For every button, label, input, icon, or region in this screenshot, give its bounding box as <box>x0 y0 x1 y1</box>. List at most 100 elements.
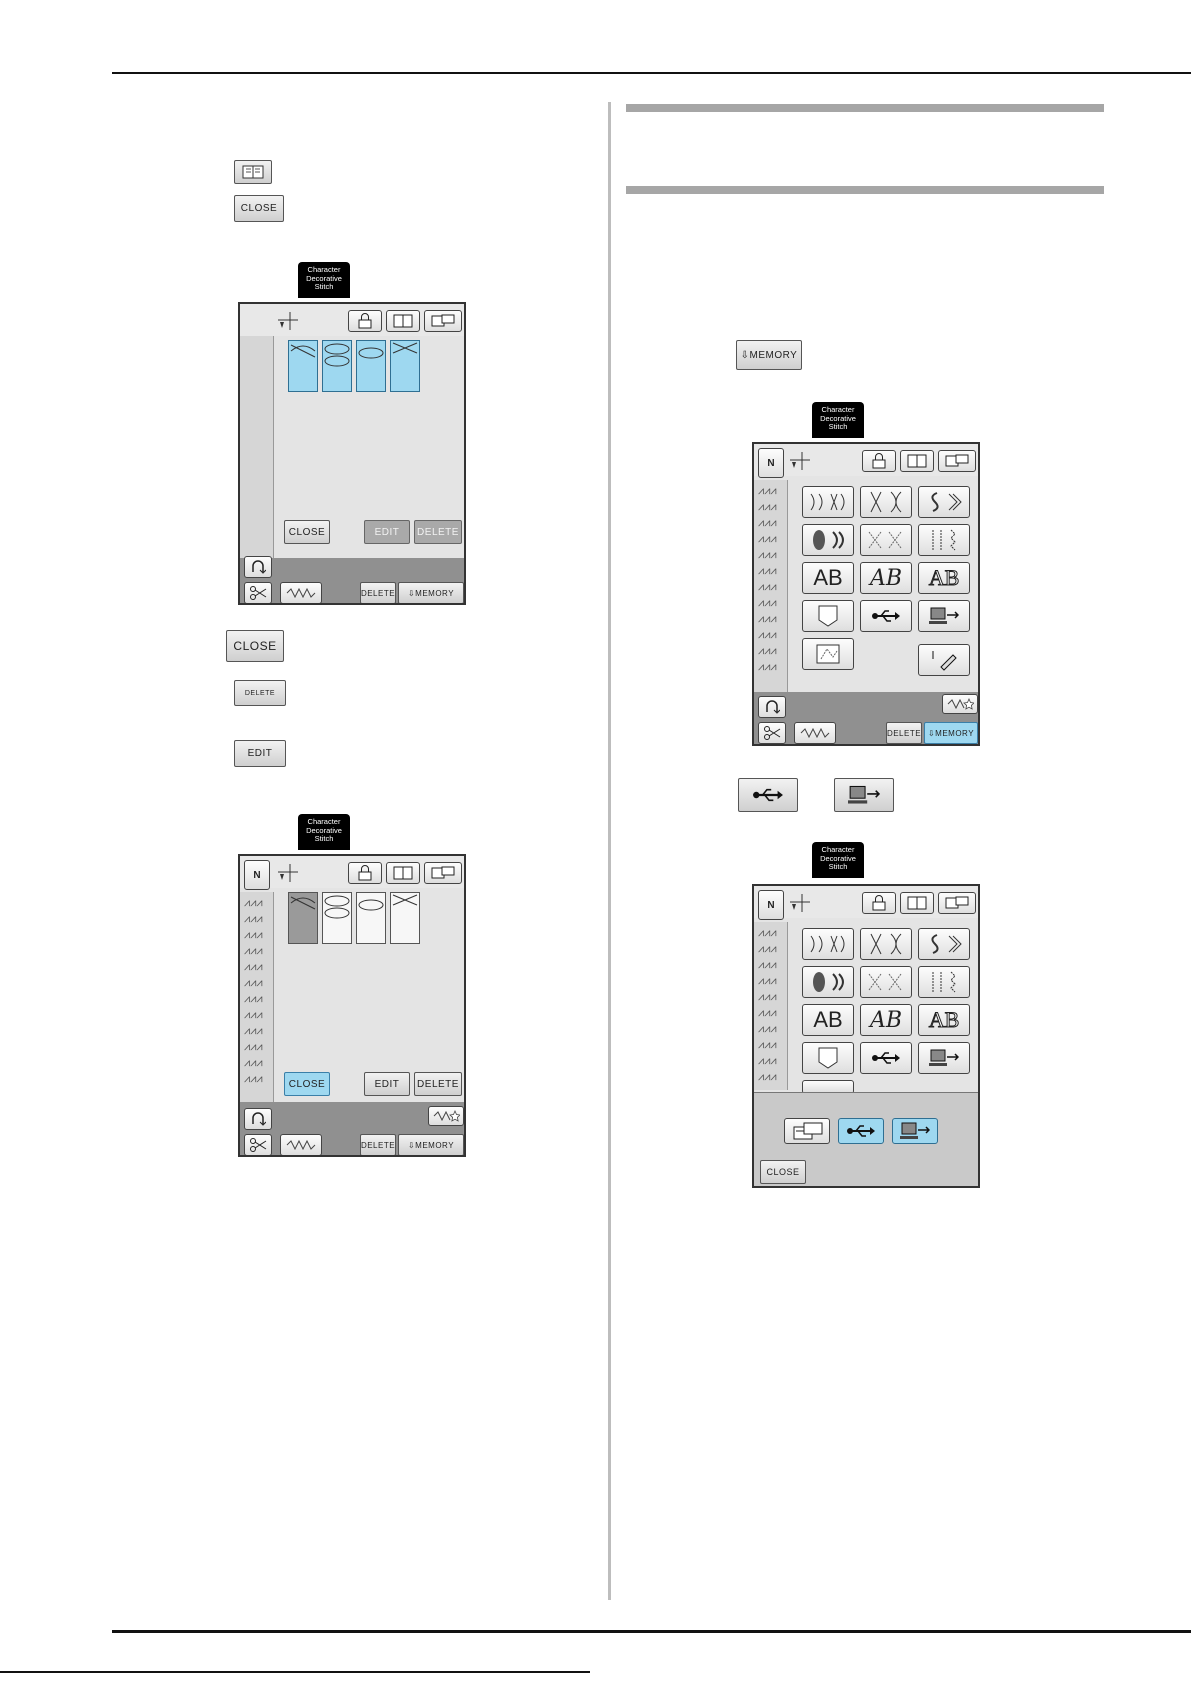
pattern-cell-4[interactable] <box>390 340 420 392</box>
key-ab-script[interactable]: AB <box>860 1004 912 1036</box>
pattern-cell-1[interactable] <box>288 892 318 944</box>
column-divider <box>608 102 611 1600</box>
stitch-list-column[interactable]: ⩘⩘⩘⩘⩘⩘⩘⩘⩘⩘⩘⩘⩘⩘⩘⩘⩘⩘⩘⩘⩘⩘⩘⩘⩘⩘⩘⩘⩘⩘ <box>754 922 788 1090</box>
key-ab-script[interactable]: AB <box>860 562 912 594</box>
category-key-2[interactable] <box>860 486 912 518</box>
key-ab-outline[interactable]: AB <box>918 1004 970 1036</box>
reverse-button[interactable] <box>758 696 786 718</box>
size-star-button[interactable] <box>428 1106 464 1126</box>
edit-button-screen-1[interactable]: EDIT <box>364 520 410 544</box>
memory-label: MEMORY <box>415 1140 455 1150</box>
stitch-settings-button[interactable] <box>280 582 322 603</box>
pattern-cell-3[interactable] <box>356 340 386 392</box>
category-key-2[interactable] <box>860 928 912 960</box>
stitch-settings-button[interactable] <box>280 1134 322 1155</box>
close-button-inline[interactable]: CLOSE <box>234 195 284 222</box>
category-key-3[interactable] <box>918 486 970 518</box>
stitch-settings-button[interactable] <box>794 722 836 744</box>
delete-button-screen-1[interactable]: DELETE <box>414 520 462 544</box>
memory-button-1[interactable]: ⇩MEMORY <box>398 582 464 603</box>
key-ab-outline[interactable]: AB <box>918 562 970 594</box>
pattern-cell-2[interactable] <box>322 340 352 392</box>
pen-icon <box>932 651 957 671</box>
scissors-button[interactable] <box>758 722 786 744</box>
edit-button-screen-2[interactable]: EDIT <box>364 1072 410 1096</box>
pattern-cell-3[interactable] <box>356 892 386 944</box>
book-button-1[interactable] <box>386 310 420 332</box>
presser-foot-button[interactable]: N <box>758 890 784 920</box>
computer-usb-button[interactable] <box>918 1042 970 1074</box>
category-key-1[interactable] <box>802 928 854 960</box>
save-usb-button[interactable] <box>838 1118 884 1144</box>
book-button-2[interactable] <box>386 862 420 884</box>
delete-button-inline[interactable]: DELETE <box>234 680 286 706</box>
delete-button-footer-1[interactable]: DELETE <box>360 582 396 603</box>
pocket-button[interactable] <box>802 600 854 632</box>
display-button-1[interactable] <box>424 310 462 332</box>
pattern-cell-1[interactable] <box>288 340 318 392</box>
computer-usb-button-inline[interactable] <box>834 778 894 812</box>
close-button-screen-1[interactable]: CLOSE <box>284 520 330 544</box>
close-button-screen-4[interactable]: CLOSE <box>760 1160 806 1184</box>
pen-button[interactable] <box>918 644 970 676</box>
lock-button[interactable] <box>862 450 896 472</box>
machine-memory-button[interactable] <box>784 1118 830 1144</box>
category-key-6[interactable] <box>918 966 970 998</box>
book-button[interactable] <box>234 160 272 184</box>
book-button-4[interactable] <box>900 892 934 914</box>
pattern-cell-2[interactable] <box>322 892 352 944</box>
reverse-button[interactable] <box>244 1108 272 1130</box>
scissors-icon <box>250 1138 267 1152</box>
presser-foot-button[interactable]: N <box>244 860 270 890</box>
pocket-button[interactable] <box>802 1042 854 1074</box>
display-button-4[interactable] <box>938 892 976 914</box>
lock-button[interactable] <box>862 892 896 914</box>
category-key-3[interactable] <box>918 928 970 960</box>
category-key-6[interactable] <box>918 524 970 556</box>
book-icon <box>907 896 927 910</box>
tab-line-1: Character <box>821 845 855 854</box>
reverse-button[interactable] <box>244 556 272 578</box>
key-ab-plain[interactable]: AB <box>802 562 854 594</box>
size-star-button[interactable] <box>942 694 978 714</box>
category-key-1[interactable] <box>802 486 854 518</box>
scissors-button[interactable] <box>244 582 272 603</box>
edit-button-inline[interactable]: EDIT <box>234 740 286 767</box>
delete-button-footer-3[interactable]: DELETE <box>886 722 922 744</box>
pocket-icon <box>818 1047 838 1069</box>
bottom-rule <box>112 1630 1191 1633</box>
book-button-3[interactable] <box>900 450 934 472</box>
my-design-button[interactable] <box>802 638 854 670</box>
close-button-screen-2[interactable]: CLOSE <box>284 1072 330 1096</box>
category-key-5[interactable] <box>860 966 912 998</box>
lock-button[interactable] <box>348 310 382 332</box>
close-button-large[interactable]: CLOSE <box>226 630 284 662</box>
book-icon <box>393 866 413 880</box>
category-key-4[interactable] <box>802 524 854 556</box>
usb-button[interactable] <box>860 1042 912 1074</box>
key-ab-plain[interactable]: AB <box>802 1004 854 1036</box>
save-computer-button[interactable] <box>892 1118 938 1144</box>
top-rule <box>112 72 1191 74</box>
display-button-2[interactable] <box>424 862 462 884</box>
category-key-4[interactable] <box>802 966 854 998</box>
stitch-list-column[interactable]: ⩘⩘⩘⩘⩘⩘⩘⩘⩘⩘⩘⩘⩘⩘⩘⩘⩘⩘⩘⩘⩘⩘⩘⩘⩘⩘⩘⩘⩘⩘⩘⩘⩘⩘⩘⩘ <box>754 480 788 698</box>
scissors-button[interactable] <box>244 1134 272 1155</box>
lcd-screen-2: N ⩘⩘⩘⩘⩘⩘⩘⩘⩘⩘⩘⩘⩘⩘⩘⩘⩘⩘⩘⩘⩘⩘⩘⩘⩘⩘⩘⩘⩘⩘⩘⩘⩘⩘⩘⩘ C… <box>238 854 466 1157</box>
display-icon <box>431 314 455 327</box>
category-key-5[interactable] <box>860 524 912 556</box>
delete-button-footer-2[interactable]: DELETE <box>360 1134 396 1155</box>
memory-button-2[interactable]: ⇩MEMORY <box>398 1134 464 1155</box>
display-button-3[interactable] <box>938 450 976 472</box>
presser-foot-button[interactable]: N <box>758 448 784 478</box>
usb-button-inline[interactable] <box>738 778 798 812</box>
delete-button-screen-2[interactable]: DELETE <box>414 1072 462 1096</box>
tab-line-2: Decorative <box>820 853 856 863</box>
computer-usb-button[interactable] <box>918 600 970 632</box>
memory-button-3[interactable]: ⇩MEMORY <box>924 722 978 744</box>
lock-button[interactable] <box>348 862 382 884</box>
pattern-cell-4[interactable] <box>390 892 420 944</box>
memory-button-inline[interactable]: ⇩MEMORY <box>736 340 802 370</box>
usb-button[interactable] <box>860 600 912 632</box>
stitch-list-column[interactable]: ⩘⩘⩘⩘⩘⩘⩘⩘⩘⩘⩘⩘⩘⩘⩘⩘⩘⩘⩘⩘⩘⩘⩘⩘⩘⩘⩘⩘⩘⩘⩘⩘⩘⩘⩘⩘ <box>240 892 274 1110</box>
